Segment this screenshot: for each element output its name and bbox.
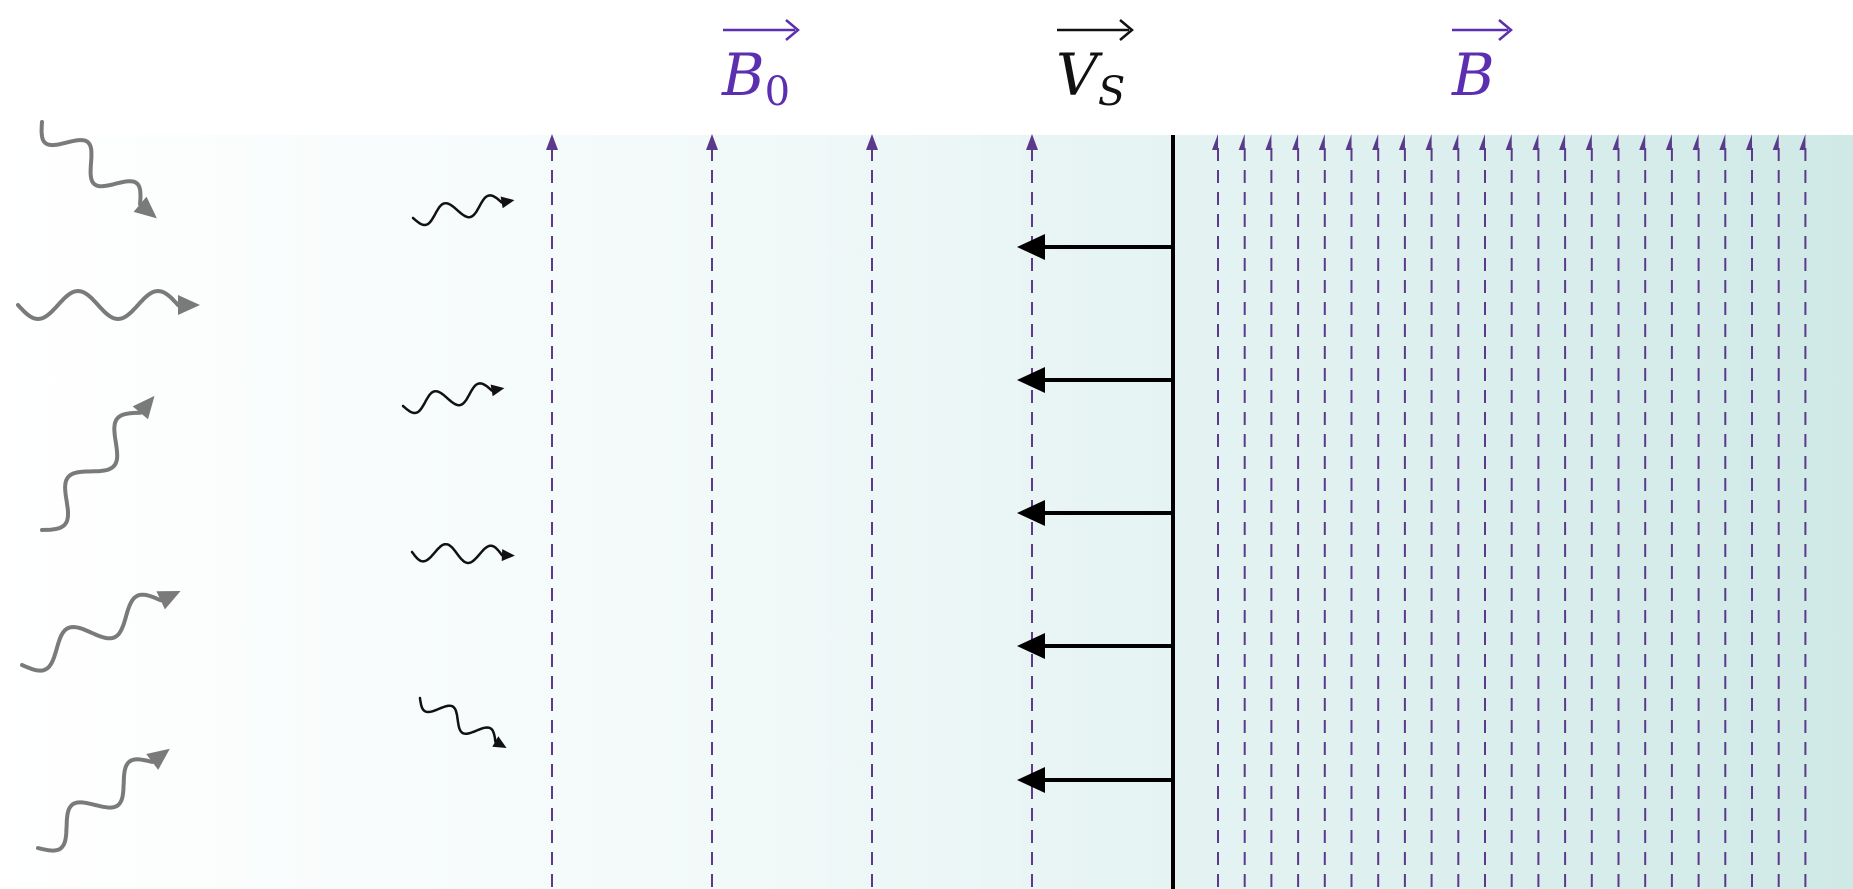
velocity-arrow-4 — [1017, 633, 1172, 659]
field-line-upstream-3 — [866, 134, 878, 889]
field-line-downstream-4 — [1292, 134, 1300, 889]
wavy-arrow-small-2 — [401, 382, 505, 415]
b-symbol: B — [1451, 41, 1495, 109]
field-line-upstream-2 — [706, 134, 718, 889]
svg-text:B: B — [1451, 41, 1495, 109]
field-line-downstream-23 — [1799, 134, 1807, 889]
wavy-arrow-small-4 — [418, 696, 507, 748]
vs-symbol: V — [1056, 41, 1103, 109]
wavy-arrow-upstream-4 — [20, 591, 181, 673]
b0-symbol: B — [721, 41, 765, 109]
velocity-arrow-5 — [1017, 767, 1172, 793]
field-line-downstream-22 — [1772, 134, 1780, 889]
field-line-downstream-10 — [1452, 134, 1460, 889]
field-line-downstream-11 — [1479, 134, 1486, 889]
field-line-downstream-20 — [1719, 134, 1727, 889]
wavy-arrow-upstream-5 — [36, 748, 170, 853]
field-line-downstream-3 — [1265, 134, 1273, 889]
field-line-upstream-1 — [546, 134, 558, 889]
plasma-background — [0, 135, 1853, 889]
field-line-downstream-5 — [1318, 134, 1326, 889]
wavy-arrow-small-3 — [410, 542, 515, 565]
field-line-downstream-9 — [1425, 134, 1433, 889]
field-line-downstream-19 — [1692, 134, 1700, 889]
field-line-downstream-7 — [1372, 134, 1380, 889]
b0-vector-head — [785, 19, 800, 41]
vs-vector-head — [1119, 19, 1134, 41]
field-line-downstream-14 — [1559, 134, 1567, 889]
field-line-downstream-18 — [1665, 134, 1673, 889]
velocity-arrow-3 — [1017, 500, 1172, 526]
field-line-downstream-17 — [1639, 134, 1647, 889]
vs-subscript: S — [1098, 69, 1125, 115]
field-line-downstream-12 — [1505, 134, 1513, 889]
field-line-downstream-2 — [1238, 134, 1246, 889]
upstream-field-lines — [546, 134, 1038, 889]
vs-label: VS — [1056, 19, 1134, 115]
wavy-arrow-upstream-3 — [40, 395, 155, 532]
b-vector-head — [1498, 19, 1513, 41]
shock-velocity-arrows — [1017, 234, 1172, 793]
field-line-downstream-15 — [1585, 134, 1593, 889]
wavy-arrow-upstream-1 — [39, 120, 157, 219]
wavy-arrow-upstream-2 — [16, 288, 200, 322]
b0-label: B0 — [721, 19, 800, 115]
b0-subscript: 0 — [765, 69, 790, 115]
field-line-upstream-4 — [1026, 134, 1038, 889]
field-line-downstream-16 — [1612, 134, 1620, 889]
svg-text:VS: VS — [1056, 41, 1125, 115]
field-line-downstream-1 — [1212, 134, 1219, 889]
velocity-arrow-1 — [1017, 234, 1172, 260]
field-line-downstream-13 — [1532, 134, 1540, 889]
field-line-downstream-6 — [1345, 134, 1353, 889]
svg-text:B0: B0 — [721, 41, 790, 115]
wavy-arrow-small-1 — [411, 194, 515, 227]
velocity-arrow-2 — [1017, 367, 1172, 393]
field-line-downstream-21 — [1746, 134, 1753, 889]
downstream-field-lines — [1212, 134, 1807, 889]
b-label: B — [1451, 19, 1513, 109]
field-line-downstream-8 — [1398, 134, 1406, 889]
waves — [16, 120, 515, 853]
